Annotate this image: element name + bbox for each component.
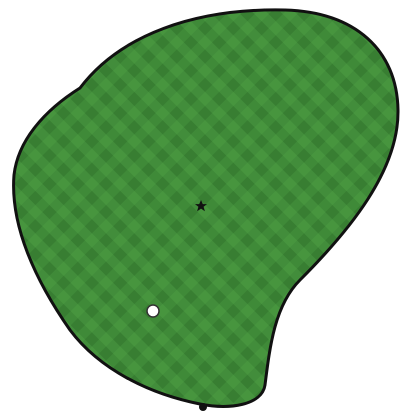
ball-icon[interactable] bbox=[147, 305, 159, 317]
tee-marker-icon bbox=[199, 403, 207, 411]
putting-green-surface[interactable] bbox=[14, 10, 398, 406]
